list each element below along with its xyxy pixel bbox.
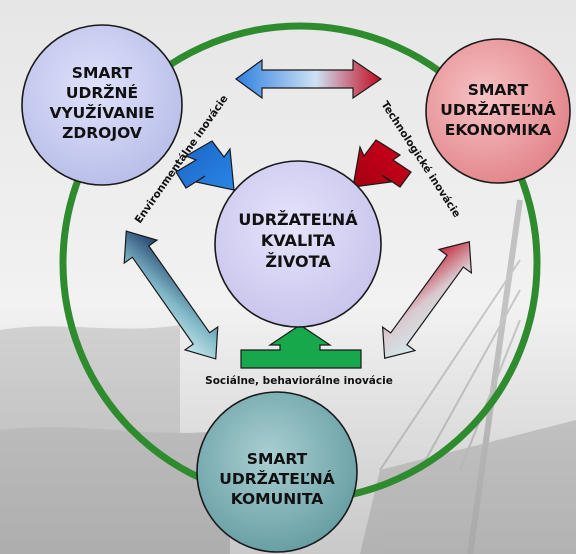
technological-bolt-arrow xyxy=(352,139,412,188)
node-center: UDRŽATEĽNÁ KVALITA ŽIVOTA xyxy=(214,160,382,328)
node-community-line-2: UDRŽATEĽNÁ xyxy=(219,469,334,488)
node-economy-line-3: EKONOMIKA xyxy=(445,121,551,139)
node-community-line-1: SMART xyxy=(247,450,308,468)
environmental-bolt-arrow xyxy=(175,140,235,191)
arrow-resources-community xyxy=(123,230,219,360)
arrow-economy-community xyxy=(381,240,473,360)
node-economy-line-1: SMART xyxy=(468,81,529,99)
arrow-resources-economy xyxy=(234,58,383,100)
social-innovations-label: Sociálne, behaviorálne inovácie xyxy=(205,375,393,387)
node-community-line-3: KOMUNITA xyxy=(231,490,324,508)
node-resources-line-2: UDRŽNÉ xyxy=(66,83,138,102)
node-community: SMART UDRŽATEĽNÁ KOMUNITA xyxy=(196,391,358,553)
node-economy: SMART UDRŽATEĽNÁ EKONOMIKA xyxy=(425,38,571,184)
node-economy-line-2: UDRŽATEĽNÁ xyxy=(440,100,555,119)
node-resources-line-3: VYUŽÍVANIE xyxy=(49,103,154,122)
node-resources: SMART UDRŽNÉ VYUŽÍVANIE ZDROJOV xyxy=(21,24,183,186)
node-center-line-2: KVALITA xyxy=(261,231,336,250)
node-resources-line-1: SMART xyxy=(72,64,133,82)
node-center-line-3: ŽIVOTA xyxy=(265,252,331,271)
node-resources-line-4: ZDROJOV xyxy=(62,124,142,142)
social-up-arrow xyxy=(240,324,362,369)
node-center-line-1: UDRŽATEĽNÁ xyxy=(238,210,358,229)
